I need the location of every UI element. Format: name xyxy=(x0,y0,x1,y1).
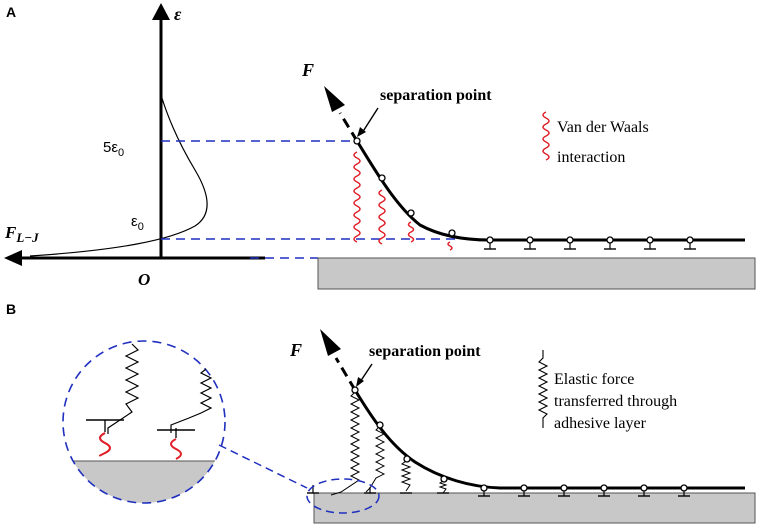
separation-pointer-b xyxy=(359,363,373,383)
force-label-b: F xyxy=(289,340,302,360)
node xyxy=(403,455,411,463)
anchor xyxy=(564,236,576,250)
legend-elastic-line2: transferred through xyxy=(554,393,677,410)
node xyxy=(376,421,384,429)
force-axis-label: FL−J xyxy=(4,223,39,245)
zoom-connector xyxy=(218,444,308,489)
anchor xyxy=(678,484,690,497)
film-curve-a xyxy=(355,140,745,242)
separation-pointer-head-b xyxy=(356,377,364,387)
vdw-spring xyxy=(378,189,386,245)
force-label-a: F xyxy=(301,60,314,80)
epsilon-axis-arrowhead xyxy=(152,3,170,20)
legend-vdw-line1: Van der Waals xyxy=(557,119,649,136)
magnified-vdw-spring xyxy=(170,438,182,460)
origin-label: O xyxy=(138,270,150,289)
elastic-spring xyxy=(330,391,361,496)
node xyxy=(440,475,448,483)
magnified-circle xyxy=(62,340,226,504)
node xyxy=(407,209,415,217)
lennard-jones-curve xyxy=(29,94,208,257)
node xyxy=(351,386,359,394)
vdw-spring xyxy=(407,221,415,243)
vdw-spring xyxy=(447,241,453,251)
node xyxy=(378,174,386,182)
magnified-elastic-spring xyxy=(170,368,213,433)
force-line-a xyxy=(338,112,359,142)
substrate-a xyxy=(317,257,756,290)
magnified-substrate xyxy=(63,461,225,503)
anchor xyxy=(684,236,696,250)
node xyxy=(353,137,361,145)
anchor xyxy=(478,484,490,497)
legend-elastic-spring-icon xyxy=(537,350,549,428)
anchor xyxy=(524,236,536,250)
elastic-spring xyxy=(365,425,386,493)
node xyxy=(448,229,456,237)
separation-pointer-a xyxy=(361,107,379,134)
anchor xyxy=(558,484,570,497)
anchored-nodes-b xyxy=(478,484,690,497)
force-arrowhead-a xyxy=(324,86,345,112)
force-line-b xyxy=(334,357,357,391)
force-arrowhead-b xyxy=(320,329,341,356)
legend-vdw-line2: interaction xyxy=(557,149,625,166)
tick-epsilon0: ε0 xyxy=(131,213,144,233)
substrate-b xyxy=(313,492,756,524)
epsilon-axis-label: ε xyxy=(174,4,182,24)
film-nodes-a xyxy=(353,137,456,237)
elastic-spring xyxy=(438,480,448,494)
elastic-spring xyxy=(400,460,412,492)
panel-b-label: B xyxy=(6,301,16,317)
magnified-elastic-spring xyxy=(107,343,140,434)
anchor xyxy=(518,484,530,497)
separation-pointer-head-a xyxy=(357,127,366,137)
elastic-springs-b xyxy=(307,391,449,496)
anchor xyxy=(598,484,610,497)
anchor xyxy=(644,236,656,250)
magnified-view xyxy=(62,340,226,504)
force-axis-arrowhead xyxy=(4,250,22,266)
legend-elastic-line1: Elastic force xyxy=(554,371,634,388)
anchored-nodes-a xyxy=(484,236,696,250)
film-curve-b xyxy=(353,389,745,490)
separation-label-b: separation point xyxy=(369,343,481,360)
vdw-spring xyxy=(353,151,361,243)
anchor xyxy=(638,484,650,497)
tick-5-epsilon0: 5ε0 xyxy=(103,139,124,159)
zoom-target-ellipse xyxy=(306,478,380,514)
panel-a-label: A xyxy=(6,4,16,20)
separation-label-a: separation point xyxy=(380,87,492,104)
anchor xyxy=(484,236,496,250)
anchor xyxy=(604,236,616,250)
vdw-springs-a xyxy=(353,151,453,251)
legend-elastic-line3: adhesive layer xyxy=(554,415,647,432)
film-nodes-b xyxy=(351,386,448,483)
legend-vdw-spring-icon xyxy=(542,111,550,161)
